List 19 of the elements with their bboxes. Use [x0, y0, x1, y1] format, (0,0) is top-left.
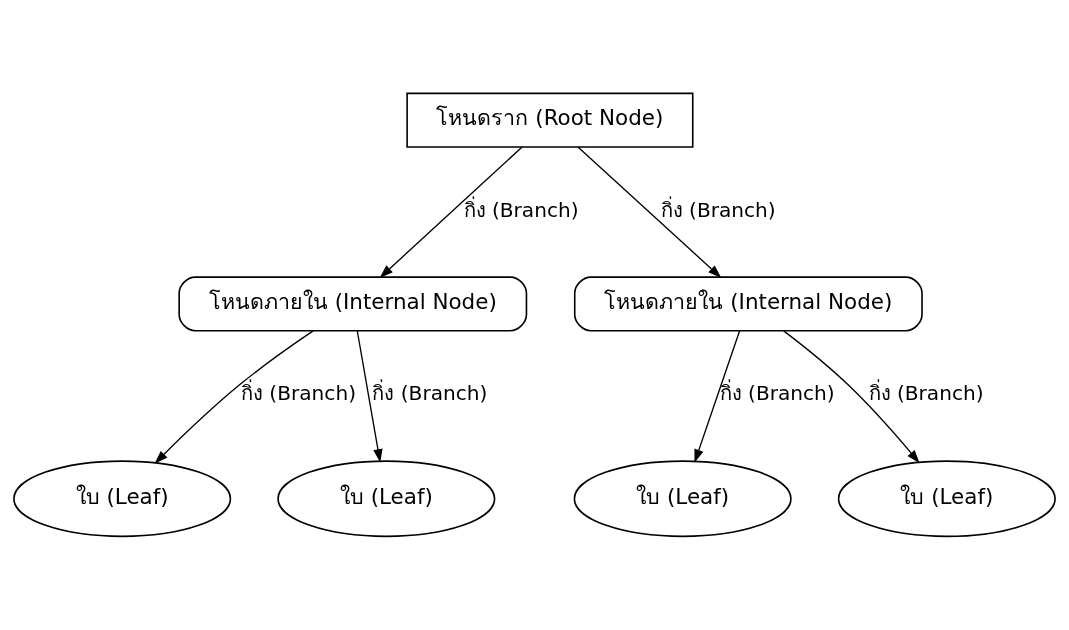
node-box: โหนดภายใน (Internal Node): [178, 276, 528, 332]
edge-label: กิ่ง (Branch): [372, 381, 488, 406]
node-ellipse: ใบ (Leaf): [13, 460, 232, 538]
edge-label: กิ่ง (Branch): [660, 197, 776, 222]
edge-label: กิ่ง (Branch): [240, 381, 357, 406]
node-box: โหนดภายใน (Internal Node): [573, 276, 923, 332]
edge-label: กิ่ง (Branch): [868, 381, 984, 406]
arrow: [782, 330, 920, 464]
node-ellipse: ใบ (Leaf): [277, 460, 496, 538]
arrow: [577, 146, 722, 278]
edge-label: กิ่ง (Branch): [463, 197, 579, 222]
node-ellipse: ใบ (Leaf): [837, 460, 1056, 538]
arrow: [694, 330, 741, 463]
arrow: [379, 146, 523, 278]
arrow: [356, 330, 383, 463]
node-box: โหนดราก (Root Node): [406, 92, 694, 148]
arrow: [154, 330, 314, 464]
node-ellipse: ใบ (Leaf): [573, 460, 792, 538]
edge-label: กิ่ง (Branch): [719, 381, 835, 406]
